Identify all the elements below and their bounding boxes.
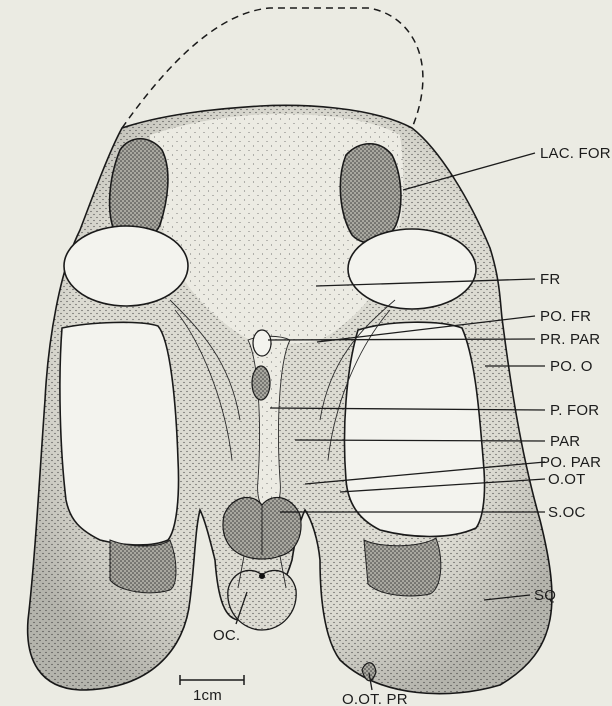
label-o-ot-pr: O.OT. PR xyxy=(342,691,408,706)
right-lacrimal-foramen xyxy=(340,144,401,243)
label-oc: OC. xyxy=(213,627,240,644)
left-orbit xyxy=(64,226,188,306)
left-lower-shading xyxy=(110,540,176,593)
left-temporal-fenestra xyxy=(60,322,179,545)
scale-bar-label: 1cm xyxy=(193,687,222,704)
label-s-oc: S.OC xyxy=(548,504,585,521)
label-fr: FR xyxy=(540,271,560,288)
label-po-o: PO. O xyxy=(550,358,593,375)
occipital-condyle xyxy=(228,570,296,630)
label-lac-for: LAC. FOR xyxy=(540,145,611,162)
right-temporal-fenestra xyxy=(345,322,485,536)
label-pr-par: PR. PAR xyxy=(540,331,600,348)
label-p-for: P. FOR xyxy=(550,402,599,419)
label-po-par: PO. PAR xyxy=(540,454,601,471)
right-lower-shading xyxy=(364,538,441,596)
right-orbit xyxy=(348,229,476,309)
label-o-ot: O.OT xyxy=(548,471,585,488)
parietal-foramen xyxy=(252,366,270,400)
label-par: PAR xyxy=(550,433,580,450)
label-po-fr: PO. FR xyxy=(540,308,591,325)
pineal-process xyxy=(253,330,271,356)
scale-bar: 1cm xyxy=(180,675,244,704)
label-sq: SQ xyxy=(534,587,556,604)
